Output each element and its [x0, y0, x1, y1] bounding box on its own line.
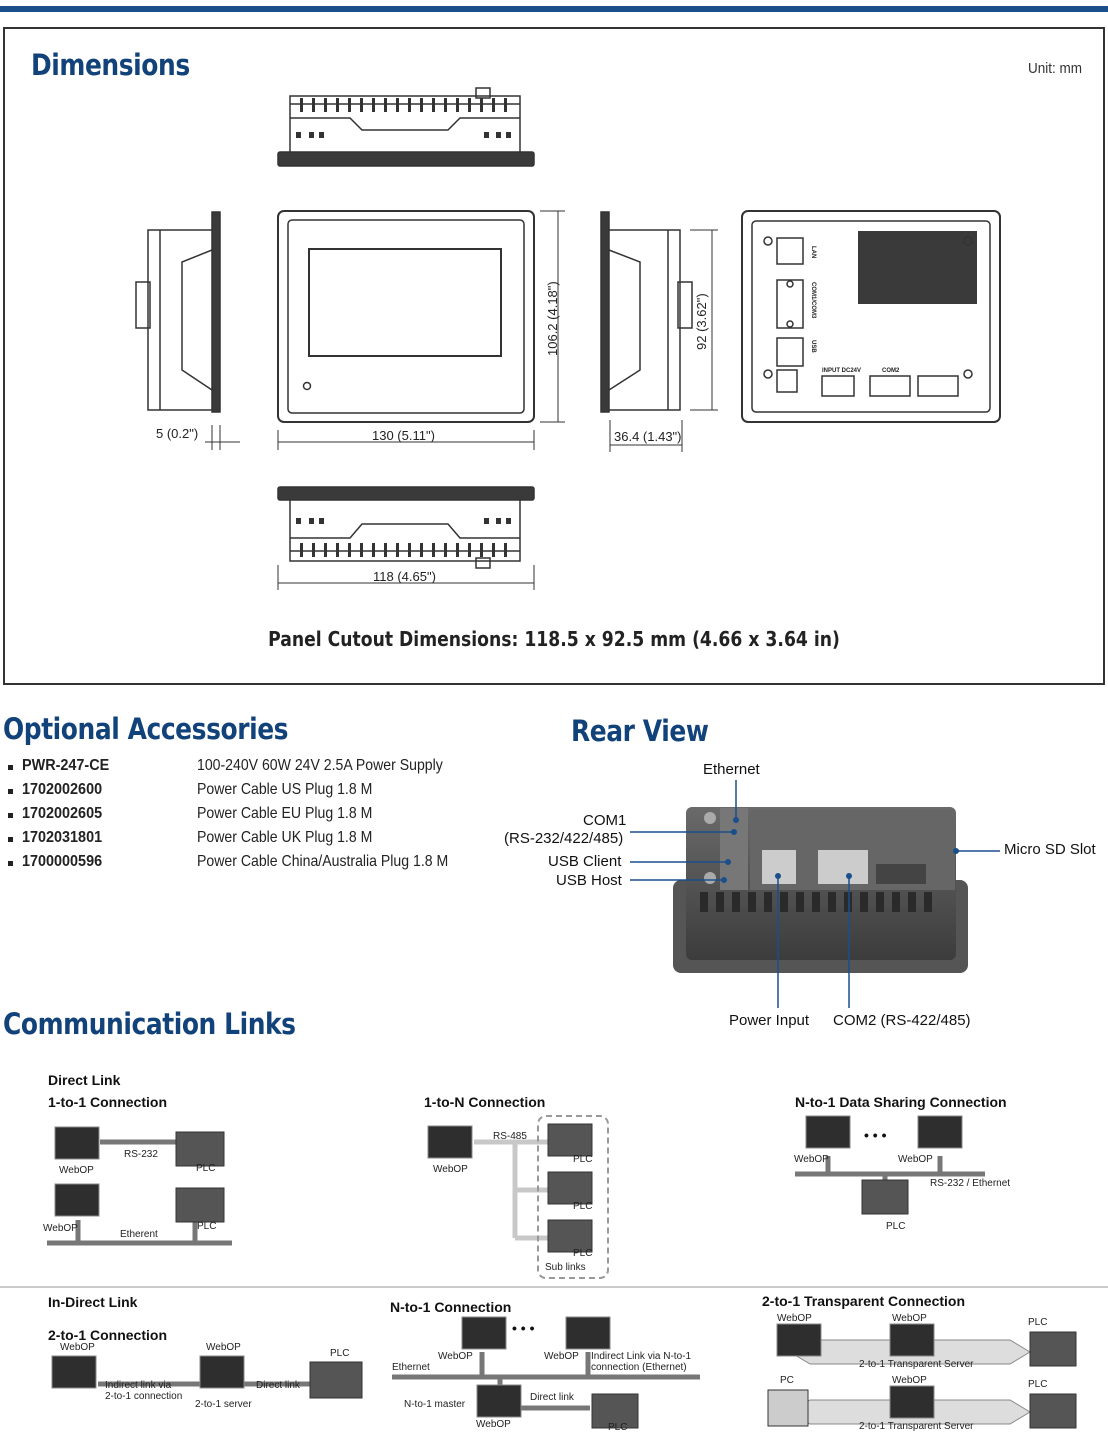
plc-label: PLC: [886, 1221, 906, 1232]
usb-host-label: USB Host: [556, 872, 622, 889]
one-to-n-heading: 1-to-N Connection: [424, 1094, 546, 1110]
dots-icon: • • •: [512, 1320, 535, 1336]
plc-label: PLC: [1028, 1317, 1048, 1328]
plc-label: PLC: [608, 1422, 628, 1433]
rear-lan-label: LAN: [810, 246, 816, 258]
bottom-width-label: 118 (4.65"): [373, 569, 436, 584]
indirect-link-heading: In-Direct Link: [48, 1294, 138, 1310]
transparent-server-label: 2-to-1 Transparent Server: [859, 1421, 974, 1432]
rear-com2-label: COM2: [882, 368, 900, 374]
ethernet-label: Ethernet: [703, 761, 760, 778]
webop-label: WebOP: [794, 1154, 829, 1165]
plc-label: PLC: [573, 1154, 593, 1165]
com2-label: COM2 (RS-422/485): [833, 1012, 971, 1029]
indirect-via-2to1-label: Indirect link via: [105, 1380, 172, 1391]
indirect-via-nto1-label-2: connection (Ethernet): [591, 1362, 687, 1373]
webop-label: WebOP: [898, 1154, 933, 1165]
direct-link-label: Direct link: [530, 1392, 574, 1403]
plc-label: PLC: [197, 1221, 217, 1232]
bullet-icon: [8, 837, 13, 842]
dimension-drawings: LAN COM1/COM3 USB INPUT DC24V COM2: [135, 87, 1001, 590]
plc-label: PLC: [196, 1163, 216, 1174]
top-banner-bar: [0, 6, 1108, 12]
monitor-icons: [51, 1115, 963, 1419]
webop-label: WebOP: [433, 1164, 468, 1175]
top-view-drawing: [277, 87, 535, 167]
one-to-one-heading: 1-to-1 Connection: [48, 1094, 167, 1110]
plc-label: PLC: [1028, 1379, 1048, 1390]
bullet-icon: [8, 789, 13, 794]
usb-client-label: USB Client: [548, 853, 622, 870]
rs232-ethernet-label: RS-232 / Ethernet: [930, 1178, 1011, 1189]
dots-icon: • • •: [864, 1127, 887, 1143]
body-depth-label: 36.4 (1.43"): [614, 429, 682, 444]
etherent-label: Etherent: [120, 1229, 158, 1240]
indirect-via-2to1-label-2: 2-to-1 connection: [105, 1391, 183, 1402]
plc-label: PLC: [573, 1248, 593, 1259]
left-side-drawing: [135, 211, 221, 413]
webop-label: WebOP: [892, 1375, 927, 1386]
webop-label: WebOP: [777, 1313, 812, 1324]
bullet-icon: [8, 813, 13, 818]
rear-usb-label: USB: [810, 340, 816, 353]
comm-links-title: Communication Links: [3, 1007, 296, 1041]
n-to-one-sharing-heading: N-to-1 Data Sharing Connection: [795, 1094, 1007, 1110]
dimensions-title: Dimensions: [31, 48, 190, 82]
sub-links-label: Sub links: [545, 1262, 586, 1273]
accessories-title: Optional Accessories: [3, 712, 289, 746]
com1-label: COM1: [583, 812, 627, 829]
indirect-via-nto1-label: Indirect Link via N-to-1: [591, 1351, 692, 1362]
two-to-one-server-label: 2-to-1 server: [195, 1399, 252, 1410]
unit-label: Unit: mm: [1028, 60, 1082, 77]
rs232-label: RS-232: [124, 1149, 158, 1160]
webop-label: WebOP: [544, 1351, 579, 1362]
direct-link-heading: Direct Link: [48, 1072, 121, 1088]
bezel-depth-label: 5 (0.2"): [156, 426, 199, 441]
rear-com1-label: COM1/COM3: [810, 282, 816, 319]
plc-label: PLC: [573, 1201, 593, 1212]
webop-label: WebOP: [438, 1351, 473, 1362]
two-to-one-heading: 2-to-1 Connection: [48, 1327, 167, 1343]
webop-label: WebOP: [892, 1313, 927, 1324]
rear-photo: [630, 780, 1000, 1008]
transparent-server-label: 2-to-1 Transparent Server: [859, 1359, 974, 1370]
webop-label: WebOP: [476, 1419, 511, 1430]
bullet-icon: [8, 765, 13, 770]
rs485-label: RS-485: [493, 1131, 527, 1142]
n-to-one-heading: N-to-1 Connection: [390, 1299, 512, 1315]
two-to-one-transparent-heading: 2-to-1 Transparent Connection: [762, 1293, 966, 1309]
front-height-label: 106.2 (4.18"): [545, 281, 560, 356]
nto1-master-label: N-to-1 master: [404, 1399, 466, 1410]
power-input-label: Power Input: [729, 1012, 810, 1029]
webop-label: WebOP: [59, 1165, 94, 1176]
plc-icons: [175, 1123, 1077, 1429]
comm-diagrams: [0, 1115, 1108, 1429]
bullet-icon: [8, 861, 13, 866]
vent-slots: [296, 98, 511, 557]
webop-label: WebOP: [206, 1342, 241, 1353]
pc-label: PC: [780, 1375, 794, 1386]
front-view-drawing: [277, 210, 535, 423]
com1-sub-label: (RS-232/422/485): [504, 830, 624, 847]
ethernet-label: Ethernet: [392, 1362, 430, 1373]
plc-label: PLC: [330, 1348, 350, 1359]
rear-view-drawing: [741, 210, 1001, 423]
panel-cutout-text: Panel Cutout Dimensions: 118.5 x 92.5 mm…: [268, 627, 840, 651]
front-width-label: 130 (5.11"): [372, 428, 435, 443]
dimensions-panel: [3, 27, 1105, 685]
direct-link-label: Direct link: [256, 1380, 300, 1391]
body-height-label: 92 (3.62"): [694, 293, 709, 350]
webop-label: WebOP: [60, 1342, 95, 1353]
dimension-lines: [205, 210, 718, 590]
bottom-view-drawing: [277, 486, 535, 569]
right-side-drawing: [600, 211, 693, 413]
micro-sd-label: Micro SD Slot: [1004, 841, 1096, 858]
rear-input-label: INPUT DC24V: [822, 368, 861, 374]
rear-view-title: Rear View: [571, 714, 709, 748]
webop-label: WebOP: [43, 1223, 78, 1234]
